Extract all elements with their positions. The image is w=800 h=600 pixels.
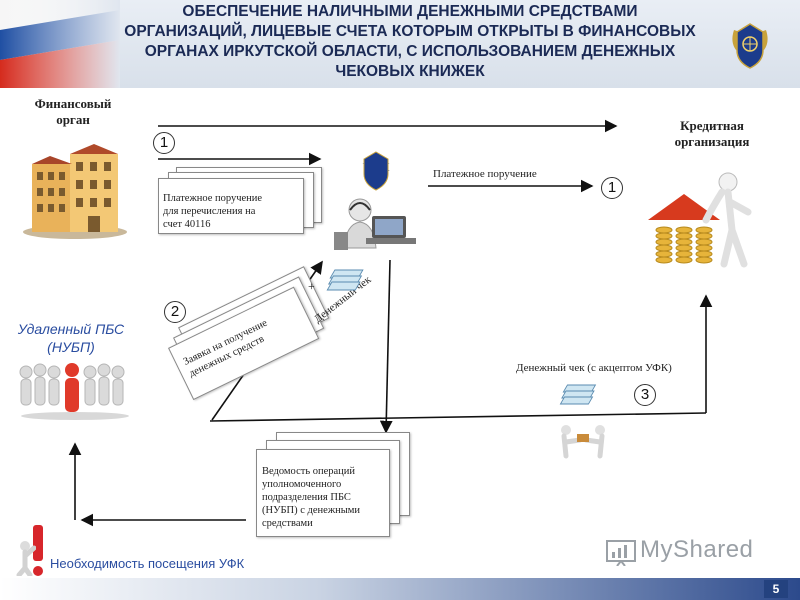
plus-sign: + (308, 279, 315, 293)
statement-doc-text: Ведомость операций уполномоченного подра… (262, 466, 361, 529)
ufk-operator-icon (334, 151, 416, 250)
footer-note: Необходимость посещения УФК (50, 556, 245, 571)
russian-flag (0, 0, 120, 88)
header-banner: ОБЕСПЕЧЕНИЕ НАЛИЧНЫМИ ДЕНЕЖНЫМИ СРЕДСТВА… (0, 0, 800, 88)
bottom-bar (0, 578, 800, 600)
bank-house-icon (648, 172, 752, 268)
payment-order-label: Платежное поручение (433, 168, 537, 180)
step-1-right: 1 (601, 177, 623, 199)
arrow-ufk-to-statement (379, 259, 393, 434)
remote-pbs-label: Удаленный ПБС (НУБП) (17, 321, 125, 355)
people-group-icon (19, 363, 129, 420)
cash-check-accept-label: Денежный чек (с акцептом УФК) (516, 362, 672, 374)
cash-check-accept-icon (559, 384, 597, 405)
page-title: ОБЕСПЕЧЕНИЕ НАЛИЧНЫМИ ДЕНЕЖНЫМИ СРЕДСТВА… (124, 3, 696, 80)
treasury-emblem-icon (728, 20, 772, 70)
step-1-top: 1 (153, 132, 175, 154)
credit-org-label: Кредитная организация (674, 118, 750, 149)
watermark-text: MyShared (640, 536, 754, 563)
cash-check-icon (326, 269, 364, 291)
building-icon (23, 144, 127, 239)
exclamation-icon (33, 525, 43, 576)
page-number: 5 (764, 580, 788, 598)
arrow-pbs-to-credit-line (209, 412, 707, 422)
myshared-logo-icon (606, 540, 636, 566)
payment-order-doc-text: Платежное поручение для перечисления на … (163, 193, 263, 230)
worker-figure-icon (16, 541, 36, 576)
step-3: 3 (634, 384, 656, 406)
financial-body-label: Финансовый орган (34, 96, 112, 127)
handshake-money-icon (561, 425, 605, 459)
step-2: 2 (164, 301, 186, 323)
